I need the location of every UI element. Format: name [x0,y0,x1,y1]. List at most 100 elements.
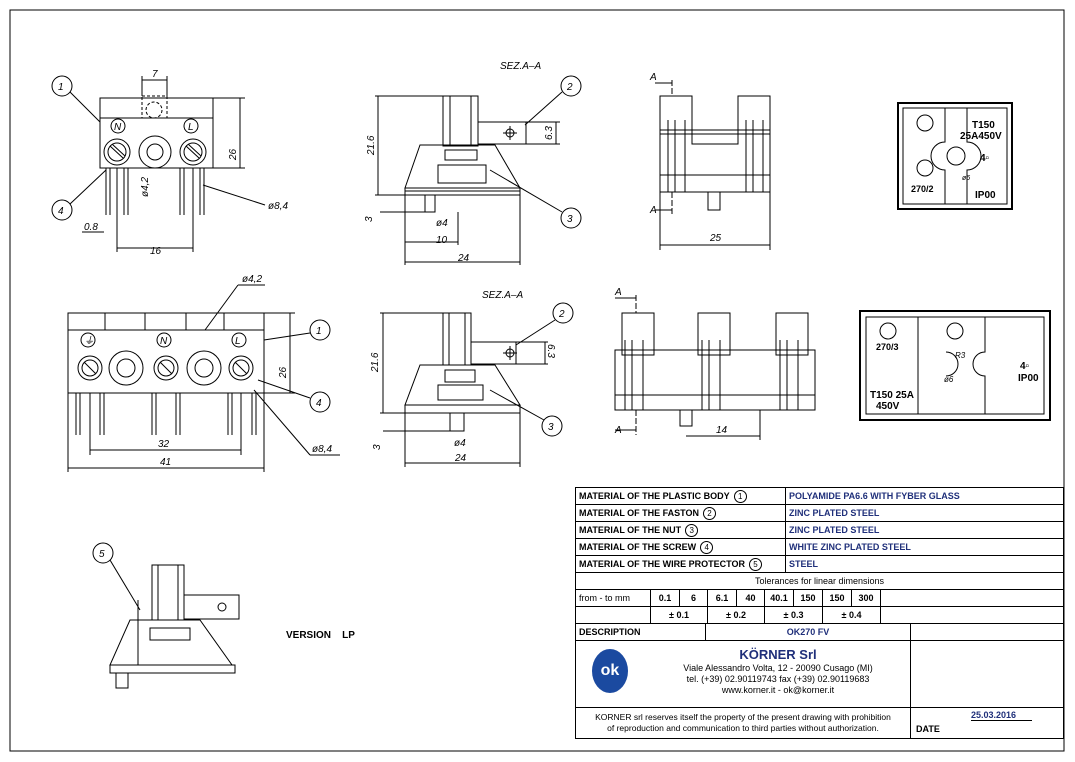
bottom-callout-4: 4 [316,398,322,409]
dim-phi-4-2-bottom: ø4,2 [242,274,262,285]
plate-top-line-1: T150 [972,120,995,131]
dim-24-bottom: 24 [454,453,467,464]
bottom-marking-plate [859,310,1051,421]
material-label: MATERIAL OF THE SCREW [579,541,697,552]
dim-phi-4-bottom: ø4 [454,438,466,449]
dim-0-8: 0.8 [84,222,98,233]
bottom-front-view [67,284,340,472]
sheet-border [9,9,1065,752]
company-logo: ok [592,649,628,693]
plate-top-line-5: IP00 [975,190,996,201]
bottom-section-title: SEZ.A–A [482,290,523,301]
callout-1: 1 [58,82,64,93]
dim-phi-4: ø4 [436,218,448,229]
disclaimer-line: of reproduction and communication to thi… [607,723,879,733]
material-label: MATERIAL OF THE WIRE PROTECTOR [579,558,745,569]
plate-top-small: ø6 [962,175,970,182]
material-number: 3 [685,523,699,537]
dim-7: 7 [152,69,158,80]
material-value: ZINC PLATED STEEL [785,504,1064,522]
plate-bottom-small-phi6: ø6 [944,375,954,384]
description-label: DESCRIPTION [575,623,706,641]
top-side-view [655,80,771,250]
bottom-callout-1: 1 [316,326,322,337]
material-label: MATERIAL OF THE FASTON [579,507,700,518]
dim-phi-8-4: ø8,4 [268,201,288,212]
description-value: OK270 FV [705,623,911,641]
tolerance-value: ± 0.1 [650,606,708,624]
date-value: 25.03.2016 [971,710,1033,721]
bottom-section-view [380,302,574,467]
plate-bottom-line-5: IP00 [1018,373,1039,384]
tolerances-title: Tolerances for linear dimensions [575,572,1064,590]
range-value: 40.1 [764,589,794,607]
plate-bottom-line-1: 270/3 [876,342,899,352]
bottom-callout-3: 3 [548,422,554,433]
dim-6-3-bottom: 6.3 [545,344,556,358]
company-address: Viale Alessandro Volta, 12 - 20090 Cusag… [683,663,873,673]
company-name: KÖRNER Srl [739,647,817,662]
tolerance-value: ± 0.3 [764,606,823,624]
symbol-ground: ⏚ [84,336,94,347]
material-value: POLYAMIDE PA6.6 WITH FYBER GLASS [785,487,1064,505]
plate-bottom-line-3: 450V [876,401,900,412]
range-label: from - to mm [575,589,651,607]
material-value: STEEL [785,555,1064,573]
symbol-n-bottom: N [160,336,168,347]
disclaimer-cell: KORNER srl reserves itself the property … [575,707,911,739]
top-marking-plate [897,102,1013,210]
material-value: WHITE ZINC PLATED STEEL [785,538,1064,556]
material-value: ZINC PLATED STEEL [785,521,1064,539]
callout-3: 3 [567,214,573,225]
material-label: MATERIAL OF THE NUT [579,524,682,535]
material-label: MATERIAL OF THE PLASTIC BODY [579,490,730,501]
material-number: 2 [703,506,717,520]
dim-3: 3 [364,216,375,222]
dim-25: 25 [709,233,722,244]
range-value: 150 [822,589,852,607]
symbol-n: N [114,122,122,133]
version-lp-view [92,542,240,689]
range-value: 300 [851,589,881,607]
dim-26-bottom: 26 [278,366,289,379]
dim-41: 41 [160,457,171,468]
range-value: 6 [679,589,708,607]
range-value: 150 [793,589,823,607]
date-label: DATE [916,724,940,734]
logo-text: ok [600,662,620,679]
symbol-l-bottom: L [235,336,241,347]
symbol-l: L [188,122,194,133]
dim-6-3: 6.3 [544,126,555,140]
material-number: 5 [749,557,762,571]
section-title: SEZ.A–A [500,61,541,72]
range-value: 6.1 [707,589,737,607]
dim-phi-4-2: ø4,2 [140,177,151,197]
tolerance-value: ± 0.2 [707,606,765,624]
section-mark-a-bottom: A [649,205,657,216]
range-value: 40 [736,589,765,607]
dim-10: 10 [436,235,448,246]
description-table: DESCRIPTION OK270 FV ok KÖRNER Srl Viale… [575,623,1064,739]
company-cell: ok KÖRNER Srl Viale Alessandro Volta, 12… [575,640,911,708]
plate-bottom-line-2: T150 25A [870,390,914,401]
top-front-view [51,75,266,252]
company-phone: tel. (+39) 02.90119743 fax (+39) 02.9011… [686,674,870,684]
plate-top-line-2: 25A450V [960,131,1002,142]
tolerance-value: ± 0.4 [822,606,881,624]
plate-top-line-3: 4▫ [980,153,989,164]
section-mark-a-top: A [649,72,657,83]
dim-32: 32 [158,439,170,450]
bottom-side-view [614,295,816,440]
company-web: www.korner.it - ok@korner.it [721,685,835,695]
bottom-section-mark-a-top: A [614,287,622,298]
plate-top-line-4: 270/2 [911,184,934,194]
material-number: 1 [733,489,747,503]
disclaimer-line: KORNER srl reserves itself the property … [595,712,891,722]
plate-bottom-small-r3: R3 [955,351,966,360]
